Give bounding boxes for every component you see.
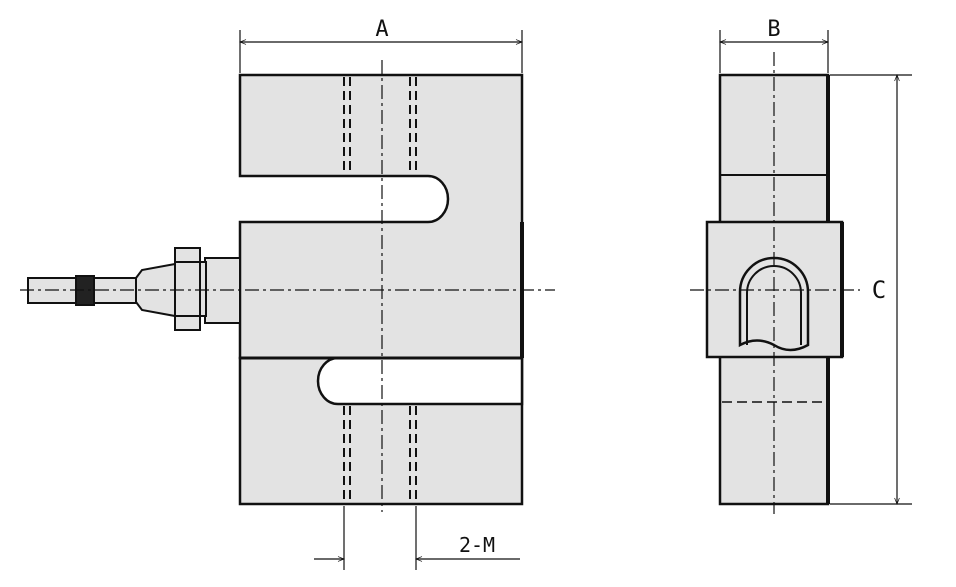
side-view: B C xyxy=(690,17,912,514)
lower-thread-hole xyxy=(343,406,417,502)
front-view: A 2-M xyxy=(20,17,555,570)
dimension-2m-label: 2-M xyxy=(459,533,495,557)
cable-connector xyxy=(27,247,241,331)
dimension-2m xyxy=(314,506,520,570)
dimension-a-label: A xyxy=(375,17,388,42)
front-centerlines xyxy=(20,60,555,512)
upper-thread-hole xyxy=(343,77,417,174)
side-centerlines xyxy=(690,52,860,514)
dimension-b-label: B xyxy=(767,17,780,42)
dimension-b xyxy=(719,30,829,73)
dimension-a xyxy=(239,30,523,73)
dimension-c xyxy=(830,74,912,505)
nut-flange xyxy=(199,261,207,317)
lower-slot xyxy=(316,356,524,406)
dimension-c-label: C xyxy=(872,276,886,304)
hex-nut xyxy=(174,247,201,331)
s-beam-body xyxy=(238,73,524,360)
